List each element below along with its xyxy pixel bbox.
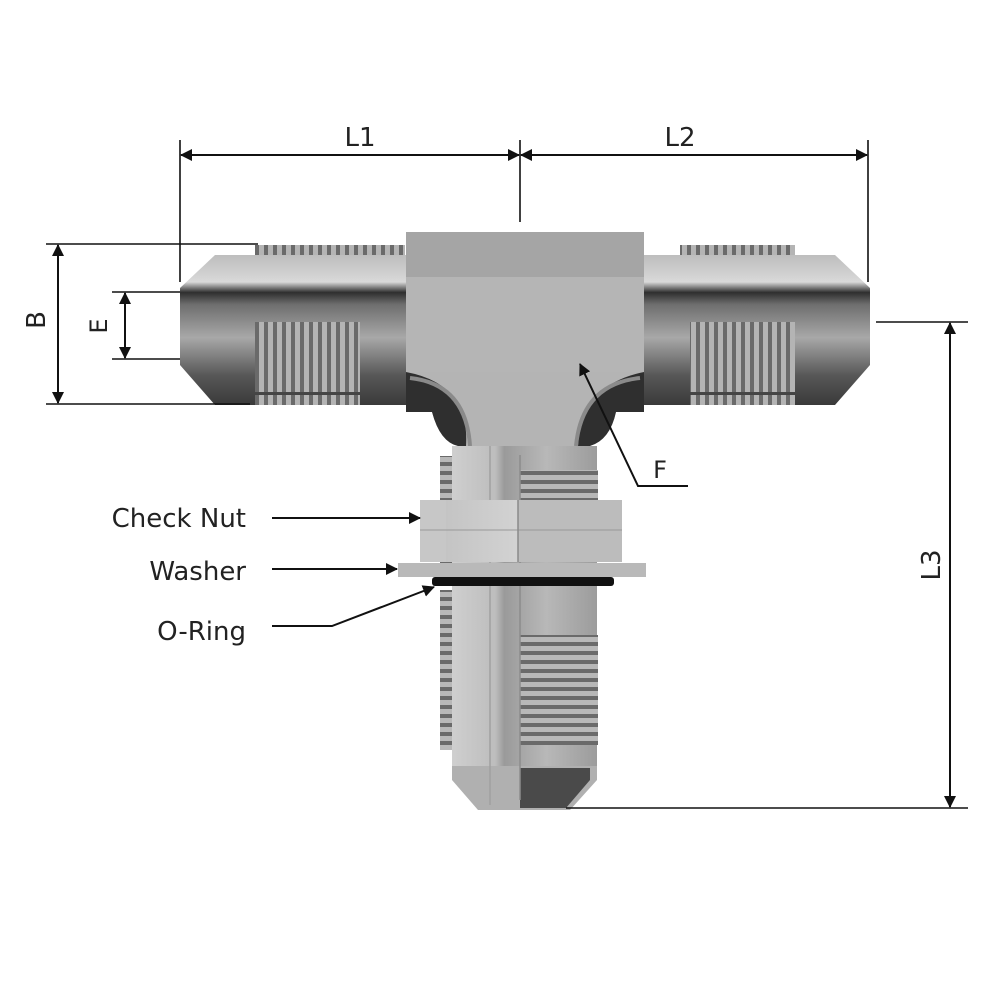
dimension-e	[112, 291, 180, 360]
left-arm	[180, 245, 410, 405]
dimension-l3	[566, 321, 968, 809]
label-l2: L2	[664, 123, 695, 153]
label-f: F	[653, 456, 667, 484]
check-nut	[420, 500, 622, 562]
tee-body	[406, 232, 644, 447]
label-l3: L3	[917, 549, 947, 580]
dimension-b	[46, 243, 258, 405]
label-check-nut: Check Nut	[112, 504, 246, 534]
right-arm	[640, 245, 870, 405]
label-e: E	[85, 318, 113, 333]
dimension-l1-l2	[179, 140, 869, 282]
label-washer: Washer	[149, 557, 246, 587]
o-ring	[432, 577, 614, 586]
stem	[440, 446, 598, 810]
leader-o-ring	[272, 585, 435, 627]
label-o-ring: O-Ring	[157, 617, 246, 647]
label-b: B	[22, 311, 52, 329]
washer	[398, 563, 646, 577]
label-l1: L1	[344, 123, 375, 153]
leader-f	[579, 363, 688, 487]
